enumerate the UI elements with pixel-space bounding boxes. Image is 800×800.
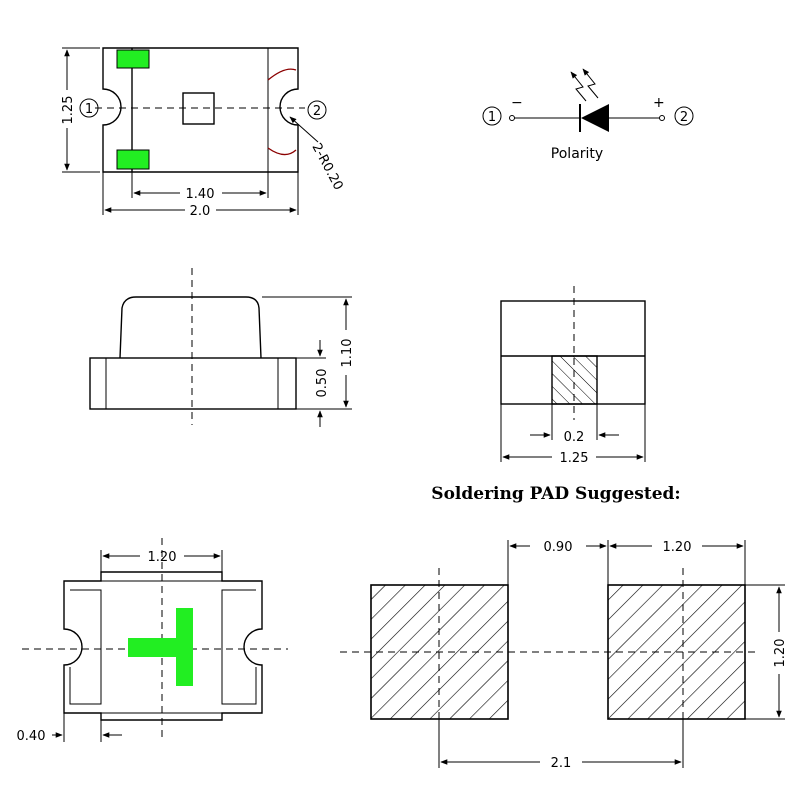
bottom-view: 1.20 0.40 <box>17 538 288 744</box>
dim-pitch-21: 2.1 <box>551 756 572 771</box>
bottom-view-outline <box>63 571 263 721</box>
dim-width-140: 1.40 <box>186 187 215 202</box>
end-view: 0.2 1.25 <box>500 286 646 466</box>
dim-height-050: 0.50 <box>315 369 330 398</box>
minus-sign: − <box>511 95 523 111</box>
radius-note: 2-R0.20 <box>308 141 345 193</box>
polarity-label: Polarity <box>551 146 603 162</box>
cathode-marker-top <box>267 68 297 81</box>
dim-pad-height-120: 1.20 <box>773 639 788 668</box>
dim-terminal-040: 0.40 <box>17 729 46 744</box>
pin2-label: 2 <box>313 104 321 119</box>
t-pad-vertical <box>176 608 193 686</box>
dim-slot-02: 0.2 <box>564 430 585 445</box>
dim-width-120-bottom: 1.20 <box>148 550 177 565</box>
diode-triangle <box>581 104 609 132</box>
pin1-label: 1 <box>85 102 93 117</box>
dim-gap-090: 0.90 <box>544 540 573 555</box>
polarity-pin2: 2 <box>680 110 688 125</box>
soldering-title: Soldering PAD Suggested: <box>431 484 680 504</box>
polarity-symbol: 1 − + 2 Polarity <box>482 68 694 162</box>
green-pad-bottom <box>116 149 150 170</box>
side-view: 1.10 0.50 <box>89 268 355 427</box>
green-pad-top <box>116 49 150 69</box>
pad-layout: 0.90 1.20 1.20 2.1 <box>340 540 788 771</box>
plus-sign: + <box>653 95 665 111</box>
cathode-marker-bottom <box>267 147 297 156</box>
dim-width-20: 2.0 <box>190 204 211 219</box>
dim-height-125: 1.25 <box>61 96 76 125</box>
t-pad-horizontal <box>128 638 178 657</box>
dim-height-110: 1.10 <box>340 339 355 368</box>
top-view: 1 2 1.25 1.40 2.0 2-R0.20 <box>61 47 346 219</box>
dim-width-125: 1.25 <box>560 451 589 466</box>
dim-pad-width-120: 1.20 <box>663 540 692 555</box>
polarity-pin1: 1 <box>488 110 496 125</box>
